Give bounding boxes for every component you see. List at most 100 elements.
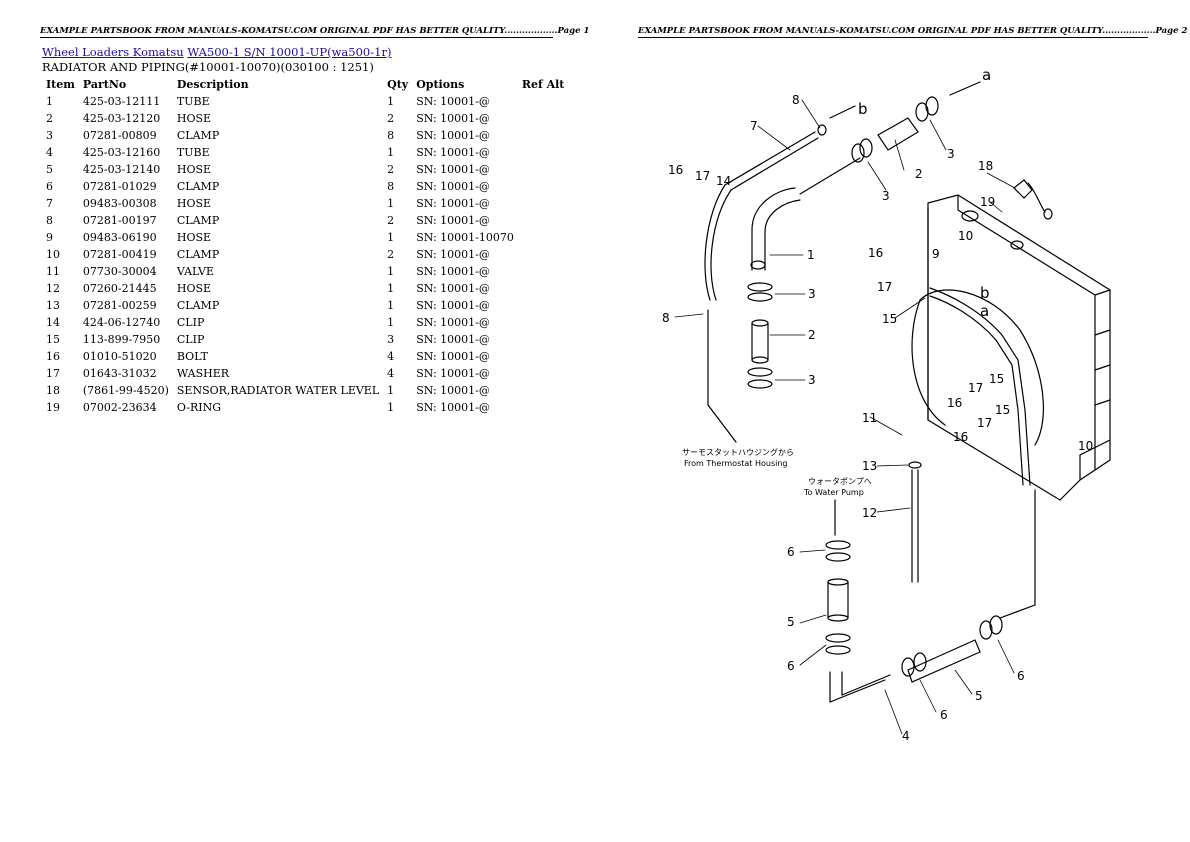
callout-a-mid: a <box>980 302 989 320</box>
table-cell-part: 425-03-12160 <box>82 146 161 159</box>
table-cell-desc: CLAMP <box>176 129 220 142</box>
callout-1: 1 <box>807 248 815 262</box>
table-cell-qty: 4 <box>387 350 395 363</box>
callout-5-left: 5 <box>787 615 795 629</box>
table-cell-part: 07002-23634 <box>82 401 157 414</box>
table-cell-desc: SENSOR,RADIATOR WATER LEVEL <box>176 384 380 397</box>
table-cell-part: 07281-00259 <box>82 299 157 312</box>
table-cell-part: 07281-01029 <box>82 180 157 193</box>
col-header-qty: Qty <box>387 78 409 91</box>
hose-2-top <box>851 96 939 163</box>
page-header-right: EXAMPLE PARTSBOOK FROM MANUALS-KOMATSU.C… <box>638 26 1188 38</box>
table-cell-opt: SN: 10001-@ <box>416 333 490 346</box>
table-cell-item: 13 <box>46 299 60 312</box>
pipe-12 <box>908 461 922 583</box>
table-cell-item: 15 <box>46 333 60 346</box>
table-cell-part: 07730-30004 <box>82 265 157 278</box>
table-cell-qty: 3 <box>387 333 395 346</box>
table-cell-item: 7 <box>46 197 53 210</box>
table-cell-desc: CLIP <box>176 316 205 329</box>
callout-a-top: a <box>982 66 991 84</box>
table-cell-opt: SN: 10001-@ <box>416 129 490 142</box>
table-cell-ref <box>518 161 569 178</box>
table-cell-qty: 1 <box>387 401 395 414</box>
table-cell-desc: CLAMP <box>176 248 220 261</box>
table-cell-part: 09483-06190 <box>82 231 157 244</box>
table-cell-part: 07281-00809 <box>82 129 157 142</box>
callout-6-low: 6 <box>940 708 948 722</box>
table-cell-ref <box>518 195 569 212</box>
callout-12: 12 <box>862 506 877 520</box>
table-cell-opt: SN: 10001-@ <box>416 401 490 414</box>
callout-13: 13 <box>862 459 877 473</box>
breadcrumb-link-model[interactable]: WA500-1 S/N 10001-UP(wa500-1r) <box>187 45 392 59</box>
callout-17-mid: 17 <box>877 280 892 294</box>
table-cell-desc: CLAMP <box>176 180 220 193</box>
table-cell-desc: HOSE <box>176 197 212 210</box>
table-cell-item: 17 <box>46 367 60 380</box>
table-cell-item: 4 <box>46 146 53 159</box>
table-cell-ref <box>518 365 569 382</box>
table-cell-qty: 1 <box>387 197 395 210</box>
table-cell-qty: 4 <box>387 367 395 380</box>
table-cell-opt: SN: 10001-@ <box>416 299 490 312</box>
table-cell-part: 425-03-12120 <box>82 112 161 125</box>
col-header-options: Options <box>416 78 465 91</box>
callout-6-right: 6 <box>1017 669 1025 683</box>
table-cell-qty: 1 <box>387 95 395 108</box>
table-cell-ref <box>518 399 569 416</box>
callout-4: 4 <box>902 729 910 743</box>
callout-9: 9 <box>932 247 940 261</box>
table-cell-opt: SN: 10001-@ <box>416 112 490 125</box>
note-thermostat-en: From Thermostat Housing <box>684 459 787 468</box>
table-cell-ref <box>518 297 569 314</box>
callout-18: 18 <box>978 159 993 173</box>
table-cell-opt: SN: 10001-@ <box>416 197 490 210</box>
table-cell-item: 16 <box>46 350 60 363</box>
table-cell-qty: 8 <box>387 129 395 142</box>
table-cell-ref <box>518 93 569 110</box>
breadcrumb: Wheel Loaders Komatsu WA500-1 S/N 10001-… <box>42 45 391 59</box>
col-header-item: Item <box>46 78 75 91</box>
table-cell-part: 425-03-12111 <box>82 95 161 108</box>
callout-17-left: 17 <box>695 169 710 183</box>
table-cell-ref <box>518 382 569 399</box>
callout-2-mid: 2 <box>808 328 816 342</box>
breadcrumb-link-category[interactable]: Wheel Loaders Komatsu <box>42 45 184 59</box>
table-cell-item: 11 <box>46 265 60 278</box>
callout-15-mid: 15 <box>989 372 1004 386</box>
table-cell-opt: SN: 10001-@ <box>416 384 490 397</box>
callout-16-mid: 16 <box>868 246 883 260</box>
table-cell-qty: 2 <box>387 112 395 125</box>
page-header-left: EXAMPLE PARTSBOOK FROM MANUALS-KOMATSU.C… <box>40 26 590 38</box>
callout-16-left: 16 <box>668 163 683 177</box>
callout-3-top-right: 3 <box>947 147 955 161</box>
table-cell-part: 425-03-12140 <box>82 163 161 176</box>
table-cell-desc: CLAMP <box>176 214 220 227</box>
table-cell-desc: TUBE <box>176 146 210 159</box>
table-cell-opt: SN: 10001-@ <box>416 180 490 193</box>
callout-8-left: 8 <box>662 311 670 325</box>
table-cell-ref <box>518 314 569 331</box>
table-cell-ref <box>518 348 569 365</box>
arrow-b-top <box>829 105 856 119</box>
table-cell-item: 18 <box>46 384 60 397</box>
table-cell-item: 12 <box>46 282 60 295</box>
callout-b-top: b <box>858 100 868 118</box>
table-cell-desc: TUBE <box>176 95 210 108</box>
table-cell-part: 09483-00308 <box>82 197 157 210</box>
arrow-a-top <box>949 81 981 96</box>
table-cell-part: 01643-31032 <box>82 367 157 380</box>
callout-16-right: 16 <box>947 396 962 410</box>
table-cell-qty: 1 <box>387 384 395 397</box>
table-cell-item: 5 <box>46 163 53 176</box>
